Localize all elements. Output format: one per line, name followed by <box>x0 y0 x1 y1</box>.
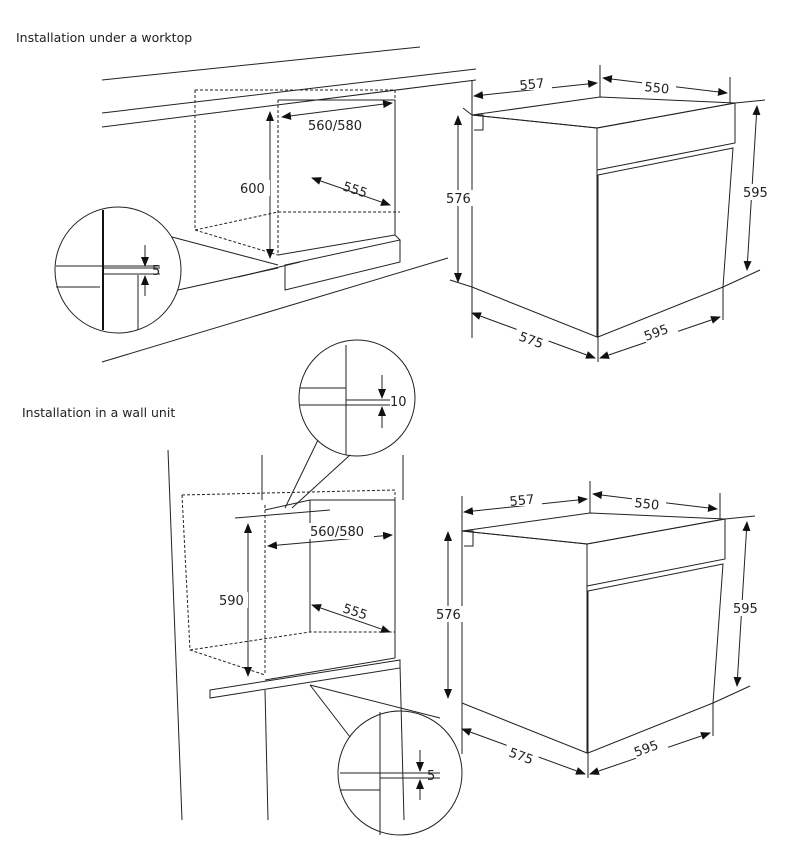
wall-unit-niche-drawing: 590 560/580 555 10 5 <box>167 339 463 836</box>
wall-top-gap-label: 10 <box>390 395 407 410</box>
worktop-gap-label: 5 <box>152 264 160 279</box>
oven-front-height-label: 595 <box>743 186 768 201</box>
wall-oven-side-depth-label: 557 <box>509 492 535 510</box>
wall-niche-height-label: 590 <box>219 594 244 609</box>
niche-height-label: 600 <box>240 182 265 197</box>
oven-side-depth-label: 557 <box>519 76 545 94</box>
oven-drawing-wall-unit: 557 550 576 595 575 595 <box>434 481 762 778</box>
oven-drawing-worktop: 557 550 576 595 575 595 <box>444 65 772 362</box>
wall-niche-width-label: 560/580 <box>310 525 364 540</box>
wall-niche-depth-label: 555 <box>341 602 369 624</box>
niche-depth-label: 555 <box>341 180 369 202</box>
oven-body-height-label: 576 <box>446 192 471 207</box>
section-title-worktop: Installation under a worktop <box>16 30 193 45</box>
wall-oven-front-depth-label: 550 <box>634 496 660 514</box>
oven-front-depth-label: 550 <box>644 80 670 98</box>
oven-bottom-width-label: 595 <box>642 322 670 345</box>
niche-width-label: 560/580 <box>308 119 362 134</box>
worktop-niche-drawing: 600 560/580 555 5 <box>54 46 477 363</box>
wall-bottom-gap-label: 5 <box>427 769 435 784</box>
wall-oven-body-height-label: 576 <box>436 608 461 623</box>
wall-oven-bottom-width-label: 595 <box>632 738 660 761</box>
section-title-wall-unit: Installation in a wall unit <box>22 405 176 420</box>
wall-oven-front-height-label: 595 <box>733 602 758 617</box>
